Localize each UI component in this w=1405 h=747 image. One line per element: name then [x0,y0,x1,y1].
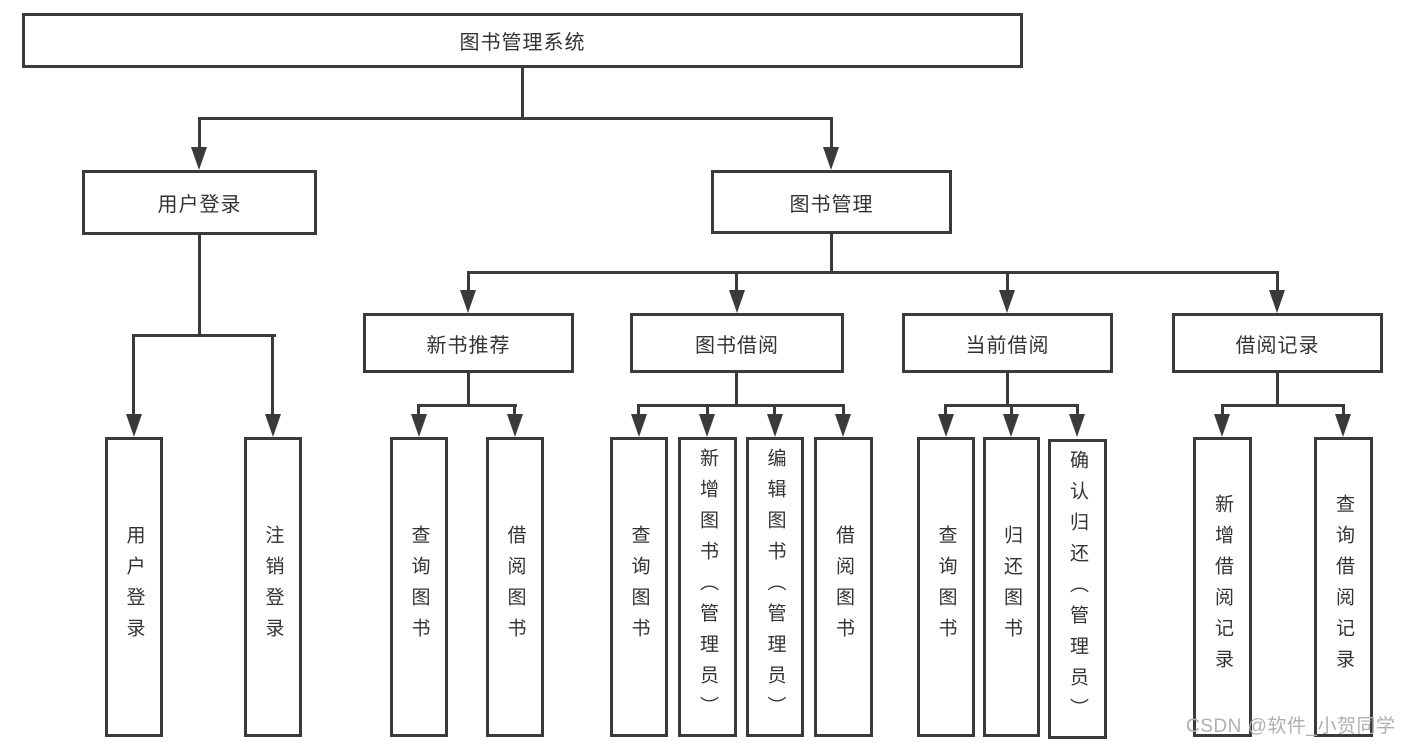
node-leaf-user-login-label: 用户登录 [123,525,145,649]
node-bb-borrow-books-label: 借阅图书 [833,525,854,649]
connector-drop-cb-return [1010,404,1013,416]
node-bb-query-books: 查询图书 [610,437,668,737]
connector-book-borrow-bar [637,404,845,407]
arrowhead-cb-confirm [1069,414,1085,437]
connector-drop-leaf-user-login [132,334,135,416]
connector-drop-bb-borrow [842,404,845,416]
node-root: 图书管理系统 [22,13,1023,68]
connector-drop-bb-edit [773,404,776,416]
node-br-add-record: 新增借阅记录 [1193,437,1252,737]
watermark-text: CSDN @软件_小贺同学 [1186,716,1396,737]
node-cb-return-books: 归还图书 [983,437,1040,737]
node-bb-add-books: 新增图书（管理员） [678,437,737,737]
arrowhead-new-books [460,290,476,313]
node-nb-query-books-label: 查询图书 [408,525,430,649]
arrowhead-bb-edit [767,414,783,437]
node-leaf-logout: 注销登录 [244,437,302,737]
connector-drop-book-mgmt [830,117,833,148]
node-borrow-records: 借阅记录 [1172,313,1383,373]
connector-current-borrow-drop [1006,373,1009,407]
node-book-mgmt-label: 图书管理 [789,193,874,216]
connector-root-drop [521,68,524,118]
node-user-login: 用户登录 [82,170,317,235]
node-cb-query-books: 查询图书 [917,437,975,737]
node-cb-confirm-return: 确认归还（管理员） [1048,439,1107,739]
node-cb-query-books-label: 查询图书 [935,525,957,649]
connector-borrow-records-drop [1276,373,1279,407]
node-user-login-label: 用户登录 [157,194,242,216]
connector-drop-book-borrow [735,271,738,292]
arrowhead-book-borrow [729,290,745,313]
arrowhead-current-borrow [999,290,1015,313]
connector-new-books-drop [467,373,470,407]
connector-level3-bar [467,271,1279,274]
node-bb-borrow-books: 借阅图书 [814,437,873,737]
arrowhead-nb-query [411,414,427,437]
arrowhead-br-add [1214,414,1230,437]
node-br-add-record-label: 新增借阅记录 [1212,494,1233,680]
connector-drop-bb-query [637,404,640,416]
connector-level2-bar [198,117,833,120]
node-current-borrow: 当前借阅 [902,313,1113,373]
arrowhead-leaf-logout [265,414,281,437]
node-bb-edit-books: 编辑图书（管理员） [746,437,804,737]
arrowhead-bb-add [699,414,715,437]
connector-book-mgmt-drop [830,234,833,274]
node-br-query-record: 查询借阅记录 [1314,437,1373,737]
node-cb-confirm-return-label: 确认归还（管理员） [1067,449,1088,729]
connector-drop-nb-borrow [513,404,516,416]
connector-borrow-records-bar [1221,404,1345,407]
arrowhead-cb-query [938,414,954,437]
connector-drop-cb-query [944,404,947,416]
node-current-borrow-label: 当前借阅 [965,334,1050,357]
node-nb-borrow-books: 借阅图书 [486,437,544,737]
connector-user-login-drop [198,235,201,337]
connector-drop-current-borrow [1006,271,1009,292]
connector-drop-new-books [467,271,470,292]
arrowhead-borrow-records [1269,290,1285,313]
node-book-borrow-label: 图书借阅 [695,334,779,357]
arrowhead-leaf-user-login [126,414,142,437]
arrowhead-br-query [1335,414,1351,437]
node-br-query-record-label: 查询借阅记录 [1333,494,1354,680]
connector-user-login-bar [132,334,276,337]
arrowhead-book-mgmt [823,147,839,170]
node-new-books-label: 新书推荐 [426,334,511,357]
node-root-label: 图书管理系统 [459,32,586,54]
node-bb-query-books-label: 查询图书 [628,525,650,649]
node-nb-borrow-books-label: 借阅图书 [504,525,526,649]
node-borrow-records-label: 借阅记录 [1235,334,1320,357]
arrowhead-user-login [191,147,207,170]
connector-book-borrow-drop [735,373,738,407]
node-book-borrow: 图书借阅 [630,313,844,373]
node-book-mgmt: 图书管理 [711,170,952,234]
arrowhead-nb-borrow [507,414,523,437]
node-nb-query-books: 查询图书 [390,437,448,737]
node-leaf-user-login: 用户登录 [105,437,163,737]
connector-drop-leaf-logout [271,334,274,416]
connector-drop-user-login [198,117,201,148]
connector-drop-cb-confirm [1076,404,1079,416]
connector-drop-nb-query [417,404,420,416]
connector-drop-br-query [1342,404,1345,416]
node-cb-return-books-label: 归还图书 [1001,525,1022,649]
node-bb-edit-books-label: 编辑图书（管理员） [764,447,786,727]
node-new-books: 新书推荐 [363,313,574,373]
arrowhead-cb-return [1003,414,1019,437]
arrowhead-bb-query [631,414,647,437]
connector-drop-bb-add [706,404,709,416]
connector-new-books-bar [417,404,517,407]
arrowhead-bb-borrow [835,414,851,437]
connector-drop-br-add [1221,404,1224,416]
node-bb-add-books-label: 新增图书（管理员） [697,447,718,727]
node-leaf-logout-label: 注销登录 [262,525,284,649]
connector-drop-borrow-records [1276,271,1279,292]
